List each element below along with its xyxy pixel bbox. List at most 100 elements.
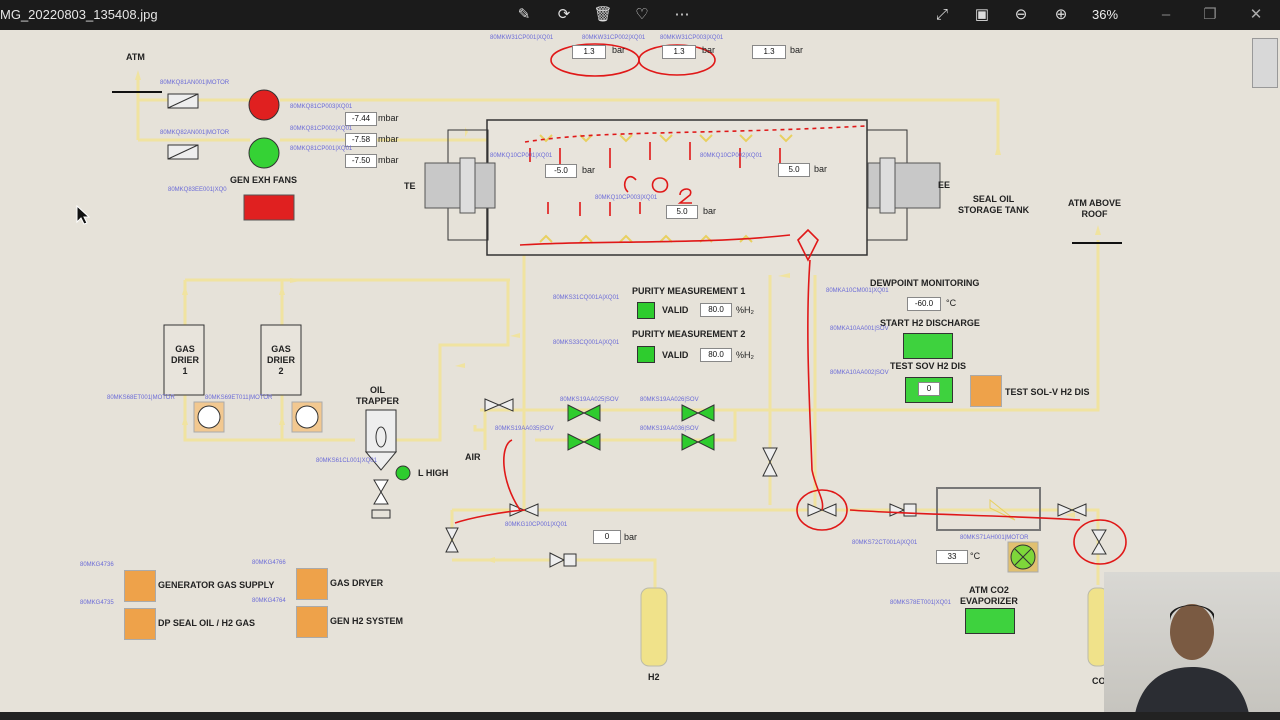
tag: 80MKQ83EE001|XQ0 [168, 187, 227, 193]
tag: 80MKG4766 [252, 560, 286, 566]
fan-reading-1-unit: mbar [378, 113, 399, 123]
pressure-top-3-unit: bar [790, 45, 804, 55]
tag: 80MKQ10CP002|XQ01 [700, 153, 763, 159]
pressure-top-3: 1.3 [752, 45, 786, 59]
gen-pressure-1-unit: bar [582, 165, 596, 175]
tag: 80MKA10AA001|SOV [830, 326, 889, 332]
test-sov-label: TEST SOV H2 DIS [890, 361, 967, 371]
delete-icon[interactable]: 🗑 [593, 6, 613, 23]
h2-cylinder-label: H2 [648, 672, 660, 682]
edit-icon[interactable]: ✎ [517, 6, 531, 23]
test-sol-v-label: TEST SOL-V H2 DIS [1005, 387, 1090, 397]
piping-diagram [112, 43, 1127, 667]
tag: 80MKG4764 [252, 598, 286, 604]
air-label: AIR [465, 452, 481, 462]
zoom-out-icon[interactable]: ⊖ [1014, 6, 1028, 23]
heart-icon[interactable]: ♡ [635, 6, 649, 23]
tag: 80MKG4736 [80, 562, 114, 568]
fan-reading-2-unit: mbar [378, 134, 399, 144]
viewer-titlebar: MG_20220803_135408.jpg ✎ ⟳ 🗑 ♡ ⋯ ⤢ ▣ ⊖ ⊕… [0, 0, 1280, 30]
purity-1-indicator [637, 302, 655, 319]
nav-gen-h2-system[interactable]: GEN H2 SYSTEM [330, 616, 404, 626]
dewpoint-unit: °C [946, 298, 957, 308]
tag: 80MKS61CL001|XQ01 [316, 458, 377, 464]
atm-co2-evap-button[interactable] [965, 608, 1015, 634]
minimize-icon[interactable]: – [1161, 6, 1171, 23]
atm-label: ATM [126, 52, 145, 62]
gen-h2-system-icon[interactable] [296, 606, 328, 638]
purity-1-status: VALID [662, 305, 689, 315]
more-icon[interactable]: ⋯ [674, 6, 690, 23]
tag: 80MKS19AA035|SOV [495, 426, 554, 432]
tag: 80MKS78ET001|XQ01 [890, 600, 951, 606]
zoom-in-icon[interactable]: ⊕ [1054, 6, 1068, 23]
gen-pressure-1: -5.0 [545, 164, 577, 178]
dp-seal-oil-icon[interactable] [124, 608, 156, 640]
pressure-top-1: 1.3 [572, 45, 606, 59]
mouse-cursor-icon [76, 205, 90, 225]
purity-2-indicator [637, 346, 655, 363]
presenter-silhouette [1134, 604, 1250, 720]
expand-icon[interactable]: ⤢ [935, 6, 948, 23]
gen-pressure-2: 5.0 [778, 163, 810, 177]
tag: 80MKS68ET001|MOTOR [107, 395, 175, 401]
close-icon[interactable]: ✕ [1249, 6, 1263, 23]
webcam-overlay [1104, 572, 1280, 720]
nav-gas-dryer[interactable]: GAS DRYER [330, 578, 384, 588]
tag: 80MKS31CQ001A|XQ01 [553, 295, 620, 301]
tag: 80MKS19AA025|SOV [560, 397, 619, 403]
hmi-photo: 1.3 bar 1.3 bar 1.3 bar ATM GEN EXH FANS… [0, 30, 1280, 720]
file-name: MG_20220803_135408.jpg [0, 7, 158, 22]
fan-reading-3-unit: mbar [378, 155, 399, 165]
te-label: TE [404, 181, 416, 191]
tag: 80MKQ82AN001|MOTOR [160, 130, 230, 136]
start-h2-discharge-label: START H2 DISCHARGE [880, 318, 980, 328]
nav-generator-gas-supply[interactable]: GENERATOR GAS SUPPLY [158, 580, 275, 590]
test-sov-value: 0 [918, 382, 940, 396]
gen-pressure-2-unit: bar [814, 164, 828, 174]
purity-2-status: VALID [662, 350, 689, 360]
purity-2-unit: %H₂ [736, 350, 754, 360]
tag: 80MKS72CT001A|XQ01 [852, 540, 918, 546]
nav-dp-seal-oil[interactable]: DP SEAL OIL / H2 GAS [158, 618, 256, 628]
tag: 80MKS71AH001|MOTOR [960, 535, 1029, 541]
purity-1-title: PURITY MEASUREMENT 1 [632, 286, 746, 296]
tag: 80MKS33CQ001A|XQ01 [553, 340, 620, 346]
fan-reading-2: -7.58 [345, 133, 377, 147]
generator-gas-supply-icon[interactable] [124, 570, 156, 602]
dewpoint-title: DEWPOINT MONITORING [870, 278, 980, 288]
tag: 80MKS69ET011|MOTOR [205, 395, 273, 401]
heater-icon[interactable] [970, 375, 1002, 407]
h2-pressure-value: 0 [593, 530, 621, 544]
gen-pressure-3-unit: bar [703, 206, 717, 216]
tag: 80MKW31CP001|XQ01 [490, 35, 554, 41]
pressure-top-2: 1.3 [662, 45, 696, 59]
tag: 80MKS19AA026|SOV [640, 397, 699, 403]
gen-pressure-3: 5.0 [666, 205, 698, 219]
purity-1-unit: %H₂ [736, 305, 754, 315]
l-high-label: L HIGH [418, 468, 449, 478]
tag: 80MKA10CM001|XQ01 [826, 288, 889, 294]
gen-exh-fans-label: GEN EXH FANS [230, 175, 298, 185]
tag: 80MKW31CP003|XQ01 [660, 35, 724, 41]
tag: 80MKQ81AN001|MOTOR [160, 80, 230, 86]
gas-dryer-icon[interactable] [296, 568, 328, 600]
zoom-level: 36% [1092, 7, 1119, 22]
restore-icon[interactable]: ❐ [1203, 6, 1217, 23]
taskbar-strip [0, 712, 1280, 720]
start-h2-discharge-button[interactable] [903, 333, 953, 359]
fan-reading-1: -7.44 [345, 112, 377, 126]
pressure-top-1-unit: bar [612, 45, 626, 55]
ee-label: EE [938, 180, 951, 190]
dewpoint-value: -60.0 [907, 297, 941, 311]
test-sov-button[interactable]: 0 [905, 377, 953, 403]
temp-value: 33 [936, 550, 968, 564]
fit-icon[interactable]: ▣ [974, 6, 990, 23]
side-widget[interactable] [1252, 38, 1278, 88]
co2-cylinder-label: CO [1092, 676, 1106, 686]
rotate-icon[interactable]: ⟳ [557, 6, 571, 23]
